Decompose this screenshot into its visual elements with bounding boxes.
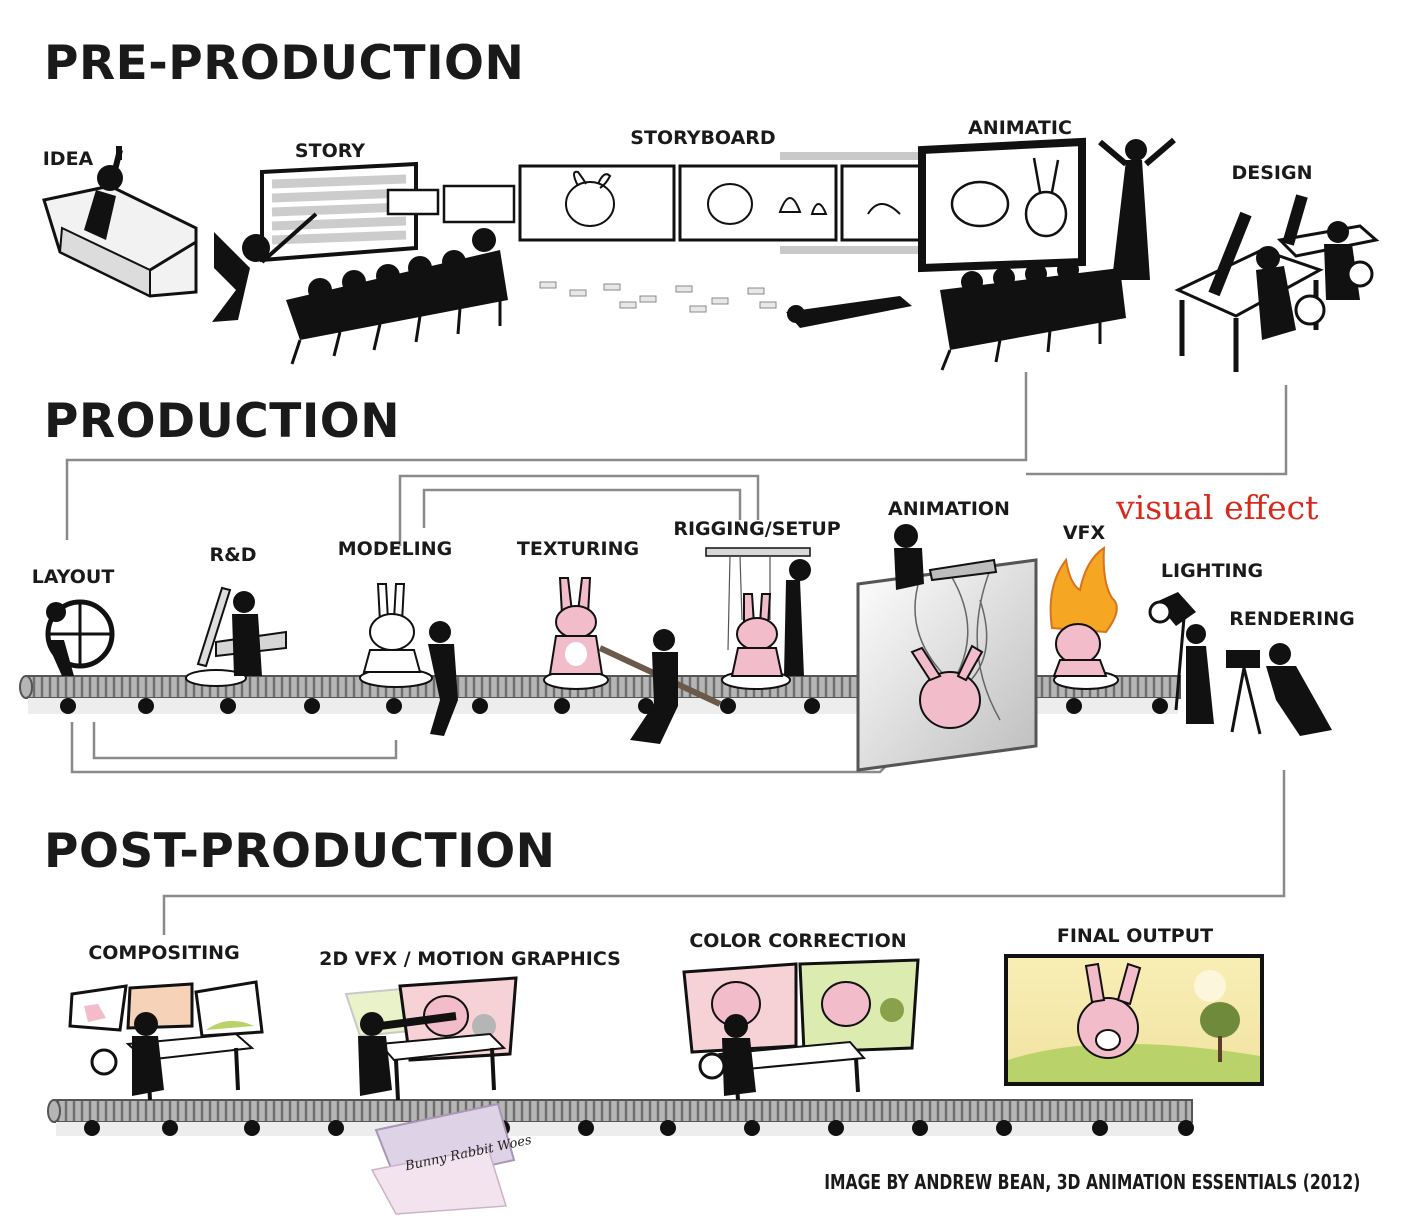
color-correction-illustration: [682, 958, 920, 1101]
story-illustration: [212, 161, 516, 365]
stage-label-rendering: RENDERING: [1229, 608, 1355, 630]
connector-inner-loop: [422, 488, 742, 528]
stage-label-color-correction: COLOR CORRECTION: [689, 930, 907, 952]
idea-illustration: [42, 146, 198, 298]
stage-label-animation: ANIMATION: [888, 498, 1010, 520]
rigging-illustration: [705, 547, 811, 690]
connector-animation-return: [70, 722, 901, 774]
stage-label-vfx: VFX: [1062, 522, 1106, 544]
modeling-illustration: [359, 583, 458, 736]
connector-layout-modeling-loop: [92, 722, 398, 760]
stage-label-idea: IDEA: [42, 148, 94, 170]
layout-illustration: [45, 599, 115, 676]
design-illustration: [1174, 194, 1380, 372]
image-credit: IMAGE BY ANDREW BEAN, 3D ANIMATION ESSEN…: [823, 1170, 1360, 1194]
stage-label-story: STORY: [294, 140, 366, 162]
stage-label-design: DESIGN: [1231, 162, 1313, 184]
stage-label-lighting: LIGHTING: [1160, 560, 1264, 582]
post-conveyor-belt: [47, 1099, 1194, 1136]
connector-design-to-layout: [1026, 385, 1288, 476]
visual-effect-annotation: visual effect: [1116, 488, 1319, 527]
stage-label-layout: LAYOUT: [31, 566, 115, 588]
pre-production-heading: PRE-PRODUCTION: [44, 36, 525, 91]
texturing-illustration: [543, 577, 722, 744]
motion-graphics-illustration: [344, 976, 518, 1215]
final-output-illustration: [1004, 954, 1264, 1086]
connector-rendering-to-post: [162, 770, 1286, 935]
stage-label-rnd: R&D: [209, 544, 257, 566]
stage-label-final-output: FINAL OUTPUT: [1056, 925, 1214, 947]
stage-label-modeling: MODELING: [337, 538, 453, 560]
storyboard-illustration: [518, 152, 924, 328]
rendering-illustration: [1226, 643, 1332, 736]
rnd-illustration: [185, 586, 287, 687]
lighting-illustration: [1148, 592, 1214, 724]
stage-label-motion-graphics: 2D VFX / MOTION GRAPHICS: [319, 948, 621, 970]
animatic-illustration: [918, 137, 1176, 371]
connector-rnd-rigging-loop: [398, 474, 760, 546]
compositing-illustration: [68, 980, 264, 1101]
post-production-heading: POST-PRODUCTION: [44, 824, 556, 879]
stage-label-animatic: ANIMATIC: [968, 117, 1072, 139]
stage-label-rigging: RIGGING/SETUP: [673, 518, 841, 540]
stage-label-storyboard: STORYBOARD: [630, 127, 776, 149]
connector-lines: [65, 372, 1288, 935]
animation-illustration: [856, 524, 1038, 772]
vfx-illustration: [1049, 546, 1119, 690]
production-heading: PRODUCTION: [44, 394, 401, 449]
stage-label-texturing: TEXTURING: [516, 538, 640, 560]
connector-animatic-to-layout: [65, 372, 1028, 540]
stage-label-compositing: COMPOSITING: [88, 942, 240, 964]
